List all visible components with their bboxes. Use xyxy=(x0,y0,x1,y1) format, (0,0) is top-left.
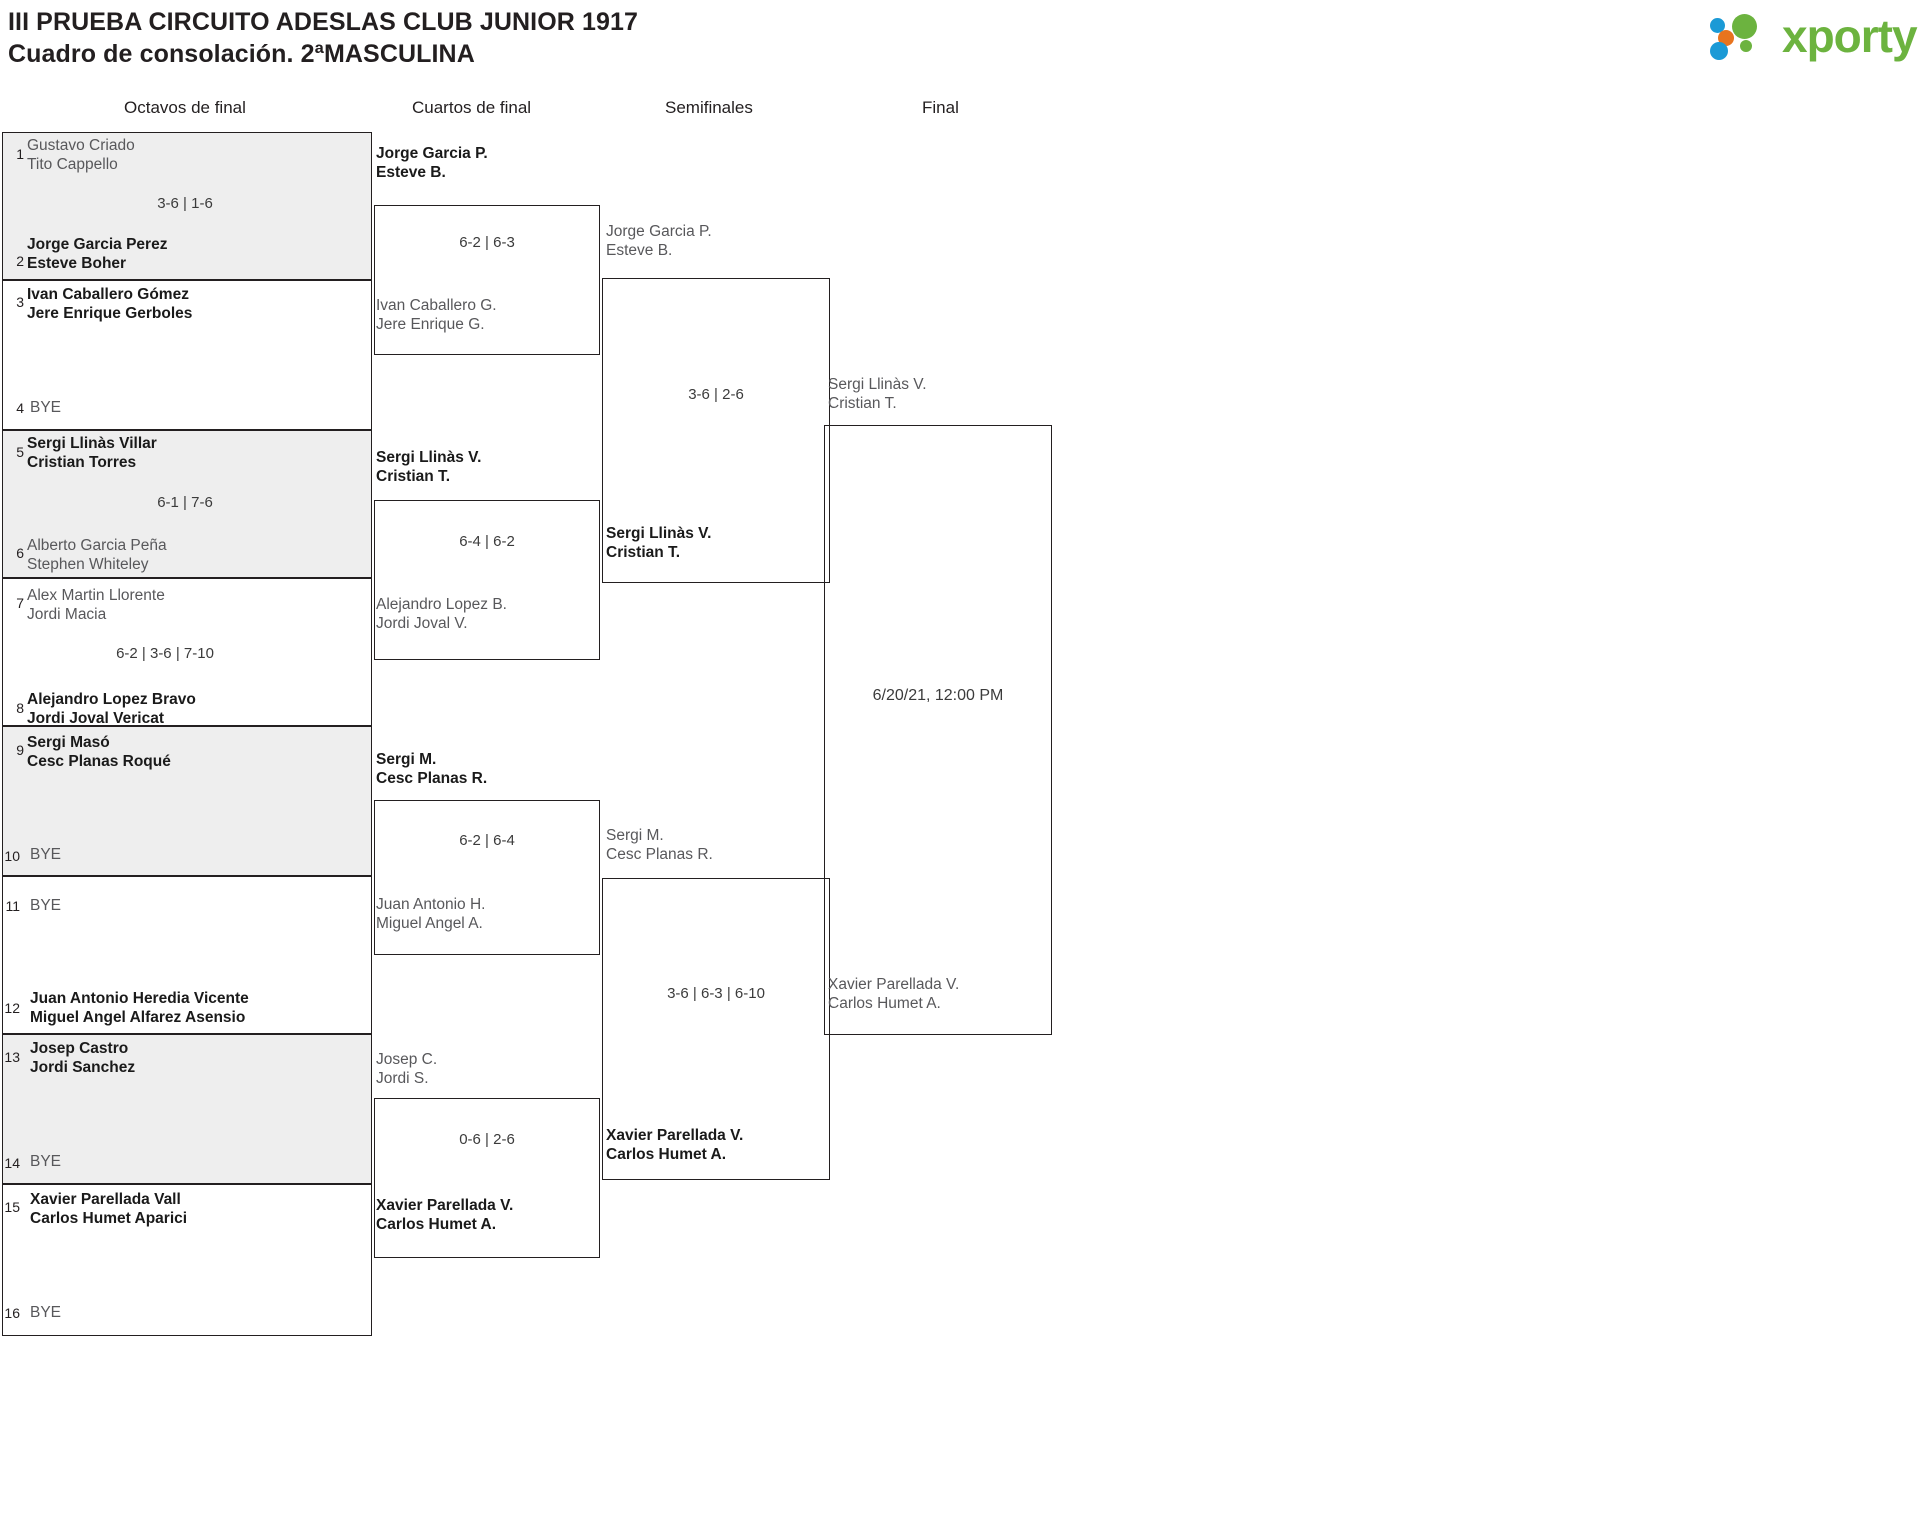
r2-winner-label: Sergi Llinàs V.Cristian T. xyxy=(376,449,482,485)
r3-score: 3-6 | 2-6 xyxy=(688,386,744,403)
page-title: III PRUEBA CIRCUITO ADESLAS CLUB JUNIOR … xyxy=(8,6,638,70)
r2-score: 6-2 | 6-3 xyxy=(459,234,515,251)
seed-number: 3 xyxy=(16,294,24,310)
seed-number: 4 xyxy=(16,400,24,416)
r3-match-block[interactable] xyxy=(602,278,830,583)
r2-match-block[interactable] xyxy=(374,800,600,955)
seed-number: 2 xyxy=(16,253,24,269)
r2-score: 6-4 | 6-2 xyxy=(459,533,515,550)
r1-match-block[interactable] xyxy=(2,132,372,280)
seed-number: 13 xyxy=(4,1049,20,1065)
r1-score: 3-6 | 1-6 xyxy=(157,195,213,212)
r2-score: 6-2 | 6-4 xyxy=(459,832,515,849)
r3-winner-label: Sergi Llinàs V.Cristian T. xyxy=(606,525,712,561)
seed-number: 11 xyxy=(5,898,20,914)
r3-score: 3-6 | 6-3 | 6-10 xyxy=(667,985,765,1002)
r1-team-bottom: BYE xyxy=(30,1304,62,1321)
r2-match-block[interactable] xyxy=(374,500,600,660)
r2-winner-label: Xavier Parellada V.Carlos Humet A. xyxy=(376,1197,514,1233)
r1-match-block[interactable] xyxy=(2,1034,372,1184)
r3-loser-label: Jorge Garcia P.Esteve B. xyxy=(606,223,712,259)
r1-team-bottom: BYE xyxy=(30,846,62,863)
r2-winner-label: Jorge Garcia P.Esteve B. xyxy=(376,145,488,181)
r2-match-block[interactable] xyxy=(374,1098,600,1258)
r1-score: 6-2 | 3-6 | 7-10 xyxy=(116,645,214,662)
r2-loser-label: Juan Antonio H.Miguel Angel A. xyxy=(376,896,486,932)
seed-number: 10 xyxy=(4,848,20,864)
seed-number: 15 xyxy=(4,1199,20,1215)
seed-number: 9 xyxy=(16,742,24,758)
r1-team-bottom: BYE xyxy=(30,1153,62,1170)
round-header-cuartos: Cuartos de final xyxy=(412,98,532,117)
round-header-semifinales: Semifinales xyxy=(665,98,753,117)
round-header-final: Final xyxy=(922,98,959,117)
r1-match-block[interactable] xyxy=(2,280,372,430)
r3-loser-label: Sergi M.Cesc Planas R. xyxy=(606,827,713,863)
r2-loser-label: Josep C.Jordi S. xyxy=(376,1051,438,1087)
logo-wordmark: xporty xyxy=(1782,10,1918,62)
seed-number: 16 xyxy=(4,1305,20,1321)
seed-number: 5 xyxy=(16,444,24,460)
r1-match-block[interactable] xyxy=(2,578,372,726)
r2-match-block[interactable] xyxy=(374,205,600,355)
round-header-octavos: Octavos de final xyxy=(124,98,246,117)
r1-match-block[interactable] xyxy=(2,726,372,876)
final-schedule: 6/20/21, 12:00 PM xyxy=(872,687,1004,704)
r2-loser-label: Ivan Caballero G.Jere Enrique G. xyxy=(376,297,497,333)
r1-match-block[interactable] xyxy=(2,1184,372,1336)
r1-match-block[interactable] xyxy=(2,876,372,1034)
r4-match-block[interactable] xyxy=(824,425,1052,1035)
r1-score: 6-1 | 7-6 xyxy=(157,494,213,511)
r1-match-block[interactable] xyxy=(2,430,372,578)
seed-number: 14 xyxy=(4,1155,20,1171)
r4-finalist-bottom: Xavier Parellada V.Carlos Humet A. xyxy=(828,976,960,1012)
r2-score: 0-6 | 2-6 xyxy=(459,1131,515,1148)
logo-dots-icon xyxy=(1710,14,1780,60)
tournament-subtitle: Cuadro de consolación. 2ªMASCULINA xyxy=(8,40,475,68)
seed-number: 6 xyxy=(16,545,24,561)
r4-finalist-top: Sergi Llinàs V.Cristian T. xyxy=(828,376,927,412)
r3-match-block[interactable] xyxy=(602,878,830,1180)
r2-loser-label: Alejandro Lopez B.Jordi Joval V. xyxy=(376,596,507,632)
r1-team-top: BYE xyxy=(30,897,62,914)
seed-number: 1 xyxy=(16,146,24,162)
r2-winner-label: Sergi M.Cesc Planas R. xyxy=(376,751,488,787)
seed-number: 8 xyxy=(16,700,24,716)
seed-number: 7 xyxy=(16,595,24,611)
tournament-title: III PRUEBA CIRCUITO ADESLAS CLUB JUNIOR … xyxy=(8,8,638,36)
r3-winner-label: Xavier Parellada V.Carlos Humet A. xyxy=(606,1127,744,1163)
xporty-logo[interactable]: xporty xyxy=(1710,8,1918,64)
r1-team-bottom: BYE xyxy=(30,399,62,416)
seed-number: 12 xyxy=(4,1000,20,1016)
